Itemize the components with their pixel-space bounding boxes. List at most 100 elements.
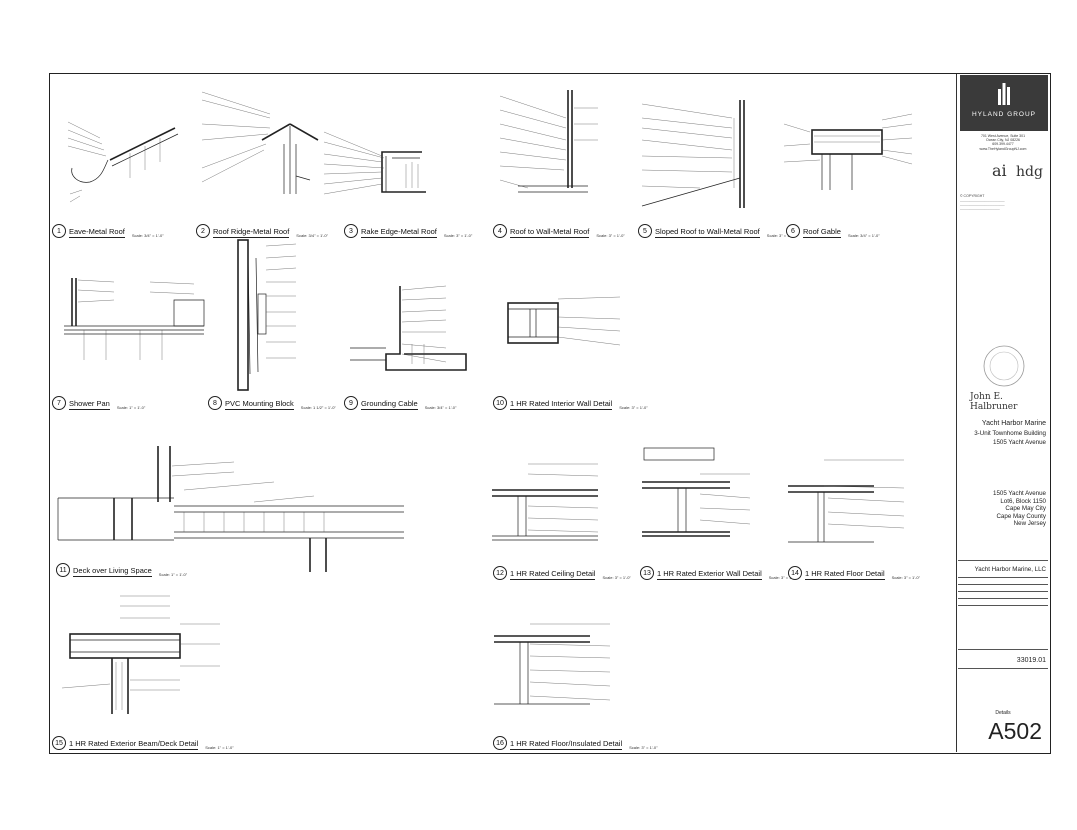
detail-16-caption: 16 1 HR Rated Floor/Insulated Detail Sca… <box>493 736 658 750</box>
sheet-title: Details <box>995 710 1011 716</box>
detail-10-drawing <box>507 296 621 346</box>
detail-1-drawing <box>67 121 179 203</box>
svg-text:ai: ai <box>992 161 1007 180</box>
detail-16-drawing <box>494 623 611 705</box>
detail-number: 7 <box>52 396 66 410</box>
detail-scale: Scale: 3" = 1'-0" <box>596 233 625 238</box>
detail-title: 1 HR Rated Floor/Insulated Detail <box>510 739 623 750</box>
detail-scale: Scale: 1 1/2" = 1'-0" <box>300 405 336 410</box>
drawing-sheet: 1 Eave-Metal Roof Scale: 3/4" = 1'-0" 2 … <box>49 73 1051 754</box>
detail-9-caption: 9 Grounding Cable Scale: 3/4" = 1'-0" <box>344 396 456 410</box>
divider <box>958 591 1048 592</box>
detail-9-drawing <box>350 285 467 371</box>
detail-number: 2 <box>196 224 210 238</box>
detail-number: 3 <box>344 224 358 238</box>
detail-scale: Scale: 3" = 1'-0" <box>891 575 921 580</box>
detail-scale: Scale: 3" = 1'-0" <box>443 233 473 238</box>
detail-title: 1 HR Rated Exterior Beam/Deck Detail <box>69 739 199 750</box>
detail-title: Shower Pan <box>69 399 110 410</box>
divider <box>958 649 1048 650</box>
detail-7-drawing <box>64 278 205 360</box>
detail-14-drawing <box>788 459 905 543</box>
detail-scale: Scale: 1" = 1'-0" <box>205 745 234 750</box>
firm-logo: HYLAND GROUP <box>960 75 1048 131</box>
detail-12-drawing <box>492 463 599 541</box>
client-name: Yacht Harbor Marine, LLC <box>974 566 1046 573</box>
firm-address: 701 West Avenue, Suite 301 Ocean City, N… <box>979 134 1027 151</box>
detail-number: 9 <box>344 396 358 410</box>
detail-number: 14 <box>788 566 802 580</box>
firm-name: HYLAND GROUP <box>971 111 1036 118</box>
detail-number: 15 <box>52 736 66 750</box>
svg-text:hdg: hdg <box>1016 164 1043 180</box>
detail-scale: Scale: 3" = 1'-0" <box>619 405 648 410</box>
copyright-text-lines: ────────────────────────────────────────… <box>960 200 1005 213</box>
detail-13-caption: 13 1 HR Rated Exterior Wall Detail Scale… <box>640 566 797 580</box>
detail-scale: Scale: 3" = 1'-0" <box>629 745 658 750</box>
detail-scale: Scale: 3/4" = 1'-0" <box>424 405 457 410</box>
detail-number: 4 <box>493 224 507 238</box>
detail-number: 8 <box>208 396 222 410</box>
detail-number: 11 <box>56 563 70 577</box>
divider <box>958 584 1048 585</box>
detail-scale: Scale: 3/4" = 1'-0" <box>131 233 164 238</box>
detail-title: 1 HR Rated Floor Detail <box>805 569 885 580</box>
detail-8-caption: 8 PVC Mounting Block Scale: 1 1/2" = 1'-… <box>208 396 336 410</box>
detail-title: 1 HR Rated Exterior Wall Detail <box>657 569 762 580</box>
detail-2-caption: 2 Roof Ridge-Metal Roof Scale: 3/4" = 1'… <box>196 224 328 238</box>
divider <box>958 577 1048 578</box>
detail-11-caption: 11 Deck over Living Space Scale: 1" = 1'… <box>56 563 187 577</box>
detail-number: 5 <box>638 224 652 238</box>
detail-scale: Scale: 3" = 1'-0" <box>766 233 796 238</box>
detail-scale: Scale: 1" = 1'-0" <box>116 405 146 410</box>
detail-6-caption: 6 Roof Gable Scale: 3/4" = 1'-0" <box>786 224 880 238</box>
detail-15-caption: 15 1 HR Rated Exterior Beam/Deck Detail … <box>52 736 234 750</box>
firm-logo-mark-icon <box>998 83 1010 105</box>
detail-15-drawing <box>61 595 220 714</box>
detail-11-drawing <box>57 446 404 572</box>
detail-scale: Scale: 3/4" = 1'-0" <box>296 233 329 238</box>
detail-title: 1 HR Rated Interior Wall Detail <box>510 399 613 410</box>
detail-number: 1 <box>52 224 66 238</box>
detail-5-caption: 5 Sloped Roof to Wall-Metal Roof Scale: … <box>638 224 795 238</box>
drawing-area: 1 Eave-Metal Roof Scale: 3/4" = 1'-0" 2 … <box>50 74 957 752</box>
divider <box>958 560 1048 561</box>
detail-title: Eave-Metal Roof <box>69 227 125 238</box>
detail-number: 6 <box>786 224 800 238</box>
detail-number: 12 <box>493 566 507 580</box>
sheet-number: A502 <box>988 718 1042 744</box>
project-name: Yacht Harbor Marine <box>981 420 1046 427</box>
detail-title: PVC Mounting Block <box>225 399 294 410</box>
site-info: 1505 Yacht Avenue Lot6, Block 1150 Cape … <box>993 490 1046 528</box>
detail-7-caption: 7 Shower Pan Scale: 1" = 1'-0" <box>52 396 145 410</box>
title-block: HYLAND GROUP 701 West Avenue, Suite 301 … <box>956 74 1050 752</box>
divider <box>958 598 1048 599</box>
signature: John E. Halbruner <box>970 392 1018 412</box>
detail-number: 13 <box>640 566 654 580</box>
project-address: 1505 Yacht Avenue <box>993 439 1046 446</box>
detail-4-drawing <box>499 90 598 193</box>
detail-title: Deck over Living Space <box>73 566 152 577</box>
detail-5-drawing <box>641 100 745 208</box>
detail-8-drawing <box>237 239 297 391</box>
detail-number: 16 <box>493 736 507 750</box>
detail-13-drawing <box>642 447 751 537</box>
detail-scale: Scale: 3/4" = 1'-0" <box>847 233 880 238</box>
detail-scale: Scale: 3" = 1'-0" <box>602 575 631 580</box>
detail-14-caption: 14 1 HR Rated Floor Detail Scale: 3" = 1… <box>788 566 920 580</box>
detail-1-caption: 1 Eave-Metal Roof Scale: 3/4" = 1'-0" <box>52 224 164 238</box>
detail-title: Grounding Cable <box>361 399 418 410</box>
detail-title: Roof Gable <box>803 227 841 238</box>
detail-scale: Scale: 1" = 1'-0" <box>158 572 188 577</box>
detail-title: 1 HR Rated Ceiling Detail <box>510 569 596 580</box>
detail-3-drawing <box>323 131 426 195</box>
detail-12-caption: 12 1 HR Rated Ceiling Detail Scale: 3" =… <box>493 566 631 580</box>
detail-number: 10 <box>493 396 507 410</box>
partner-logos-icon: ai hdg <box>992 161 1043 180</box>
job-number: 33019.01 <box>1016 657 1046 664</box>
divider <box>958 668 1048 669</box>
detail-title: Roof Ridge-Metal Roof <box>213 227 290 238</box>
detail-10-caption: 10 1 HR Rated Interior Wall Detail Scale… <box>493 396 648 410</box>
detail-scale: Scale: 3" = 1'-0" <box>768 575 798 580</box>
copyright: © COPYRIGHT <box>960 194 985 198</box>
